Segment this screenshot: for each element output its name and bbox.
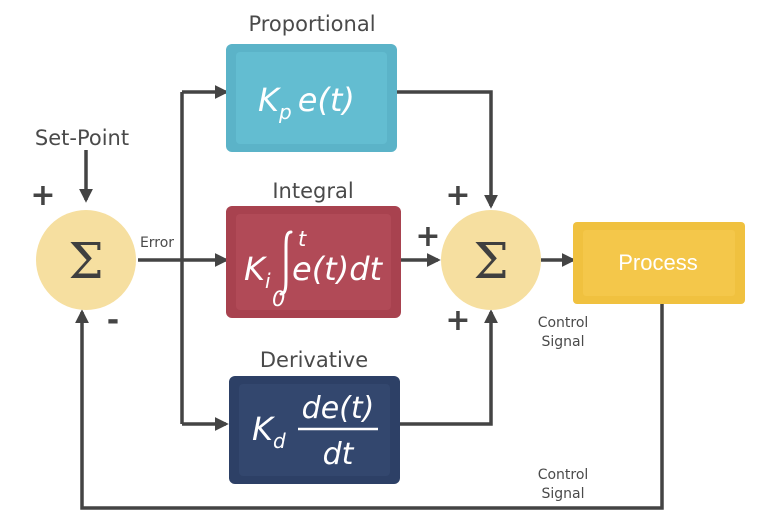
control-signal-label-1-line1: Control <box>538 315 589 331</box>
sum2-bottom-plus-sign: + <box>445 303 470 338</box>
integral-gain: Ki <box>244 250 271 293</box>
integral-label: Integral <box>272 179 353 203</box>
proportional-to-sum-arrow <box>397 90 498 209</box>
control-signal-label-1-line2: Signal <box>541 334 584 350</box>
derivative-gain: Kd <box>252 410 286 453</box>
control-signal-label-2-line2: Signal <box>541 486 584 502</box>
d-gain-k: K <box>252 410 276 448</box>
sum2-left-plus-sign: + <box>415 219 440 254</box>
p-gain-k: K <box>258 81 282 119</box>
sigma-1-symbol: Σ <box>68 232 103 290</box>
d-gain-sub: d <box>273 429 286 453</box>
setpoint-label: Set-Point <box>35 126 129 150</box>
i-gain-k: K <box>244 250 268 288</box>
proportional-block-inner <box>236 52 387 144</box>
feedback-arrow <box>75 304 664 510</box>
sum1-plus-sign: + <box>30 178 55 213</box>
derivative-numerator: de(t) <box>302 391 375 426</box>
integral-integrand: e(t)dt <box>292 250 384 288</box>
summing-junction-2 <box>441 210 541 310</box>
i-gain-sub: i <box>265 269 271 293</box>
derivative-to-sum-arrow <box>400 309 498 426</box>
error-label: Error <box>140 235 174 251</box>
derivative-label: Derivative <box>260 348 368 372</box>
derivative-denominator: dt <box>323 437 355 472</box>
integral-lower-limit: 0 <box>272 287 285 311</box>
integral-upper-limit: t <box>298 227 307 251</box>
wires <box>75 85 664 510</box>
integral-block-inner <box>236 214 391 310</box>
process-label: Process <box>618 250 697 275</box>
p-gain-sub: p <box>278 100 292 124</box>
summing-junction-1 <box>36 210 136 310</box>
p-gain-rest: e(t) <box>298 81 355 119</box>
proportional-label: Proportional <box>248 12 375 36</box>
sum1-minus-sign: - <box>107 303 119 338</box>
control-signal-label-2-line1: Control <box>538 467 589 483</box>
sum2-top-plus-sign: + <box>445 178 470 213</box>
process-block-inner <box>583 230 735 296</box>
integral-sign <box>279 230 293 296</box>
sigma-2-symbol: Σ <box>473 232 508 290</box>
